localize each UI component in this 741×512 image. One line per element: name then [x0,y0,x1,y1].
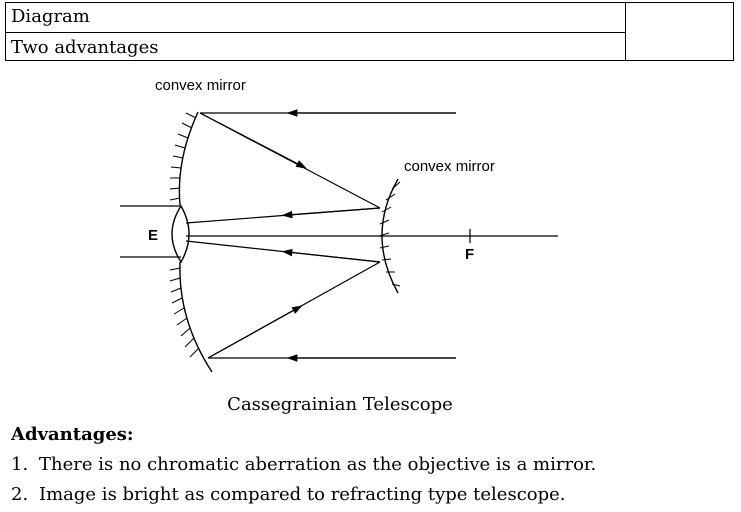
eyepiece-label: E [148,227,158,244]
eyepiece-lens [171,204,190,264]
table-row-diagram: Diagram [11,6,90,27]
primary-mirror-upper-hatching [169,112,197,201]
list-item-number: 2. [11,484,29,505]
secondary-mirror-label: convex mirror [404,158,495,175]
table-row-two-advantages: Two advantages [11,37,159,58]
list-item: 1. There is no chromatic aberration as th… [11,454,596,475]
diagram-caption: Cassegrainian Telescope [227,394,453,415]
primary-mirror-upper [178,111,199,206]
advantages-heading: Advantages: [11,424,134,445]
list-item-number: 1. [11,454,29,475]
secondary-mirror-hatching [378,181,401,287]
header-table: Diagram Two advantages [5,2,734,61]
list-item-text: Image is bright as compared to refractin… [39,484,566,505]
primary-mirror-lower [179,261,213,373]
list-item: 2. Image is bright as compared to refract… [11,484,566,505]
row-divider [6,32,625,33]
focus-label: F [465,246,474,263]
primary-mirror-lower-hatching [169,267,200,358]
list-item-text: There is no chromatic aberration as the … [39,454,597,475]
column-divider [625,3,626,60]
primary-mirror-label: convex mirror [155,77,246,94]
